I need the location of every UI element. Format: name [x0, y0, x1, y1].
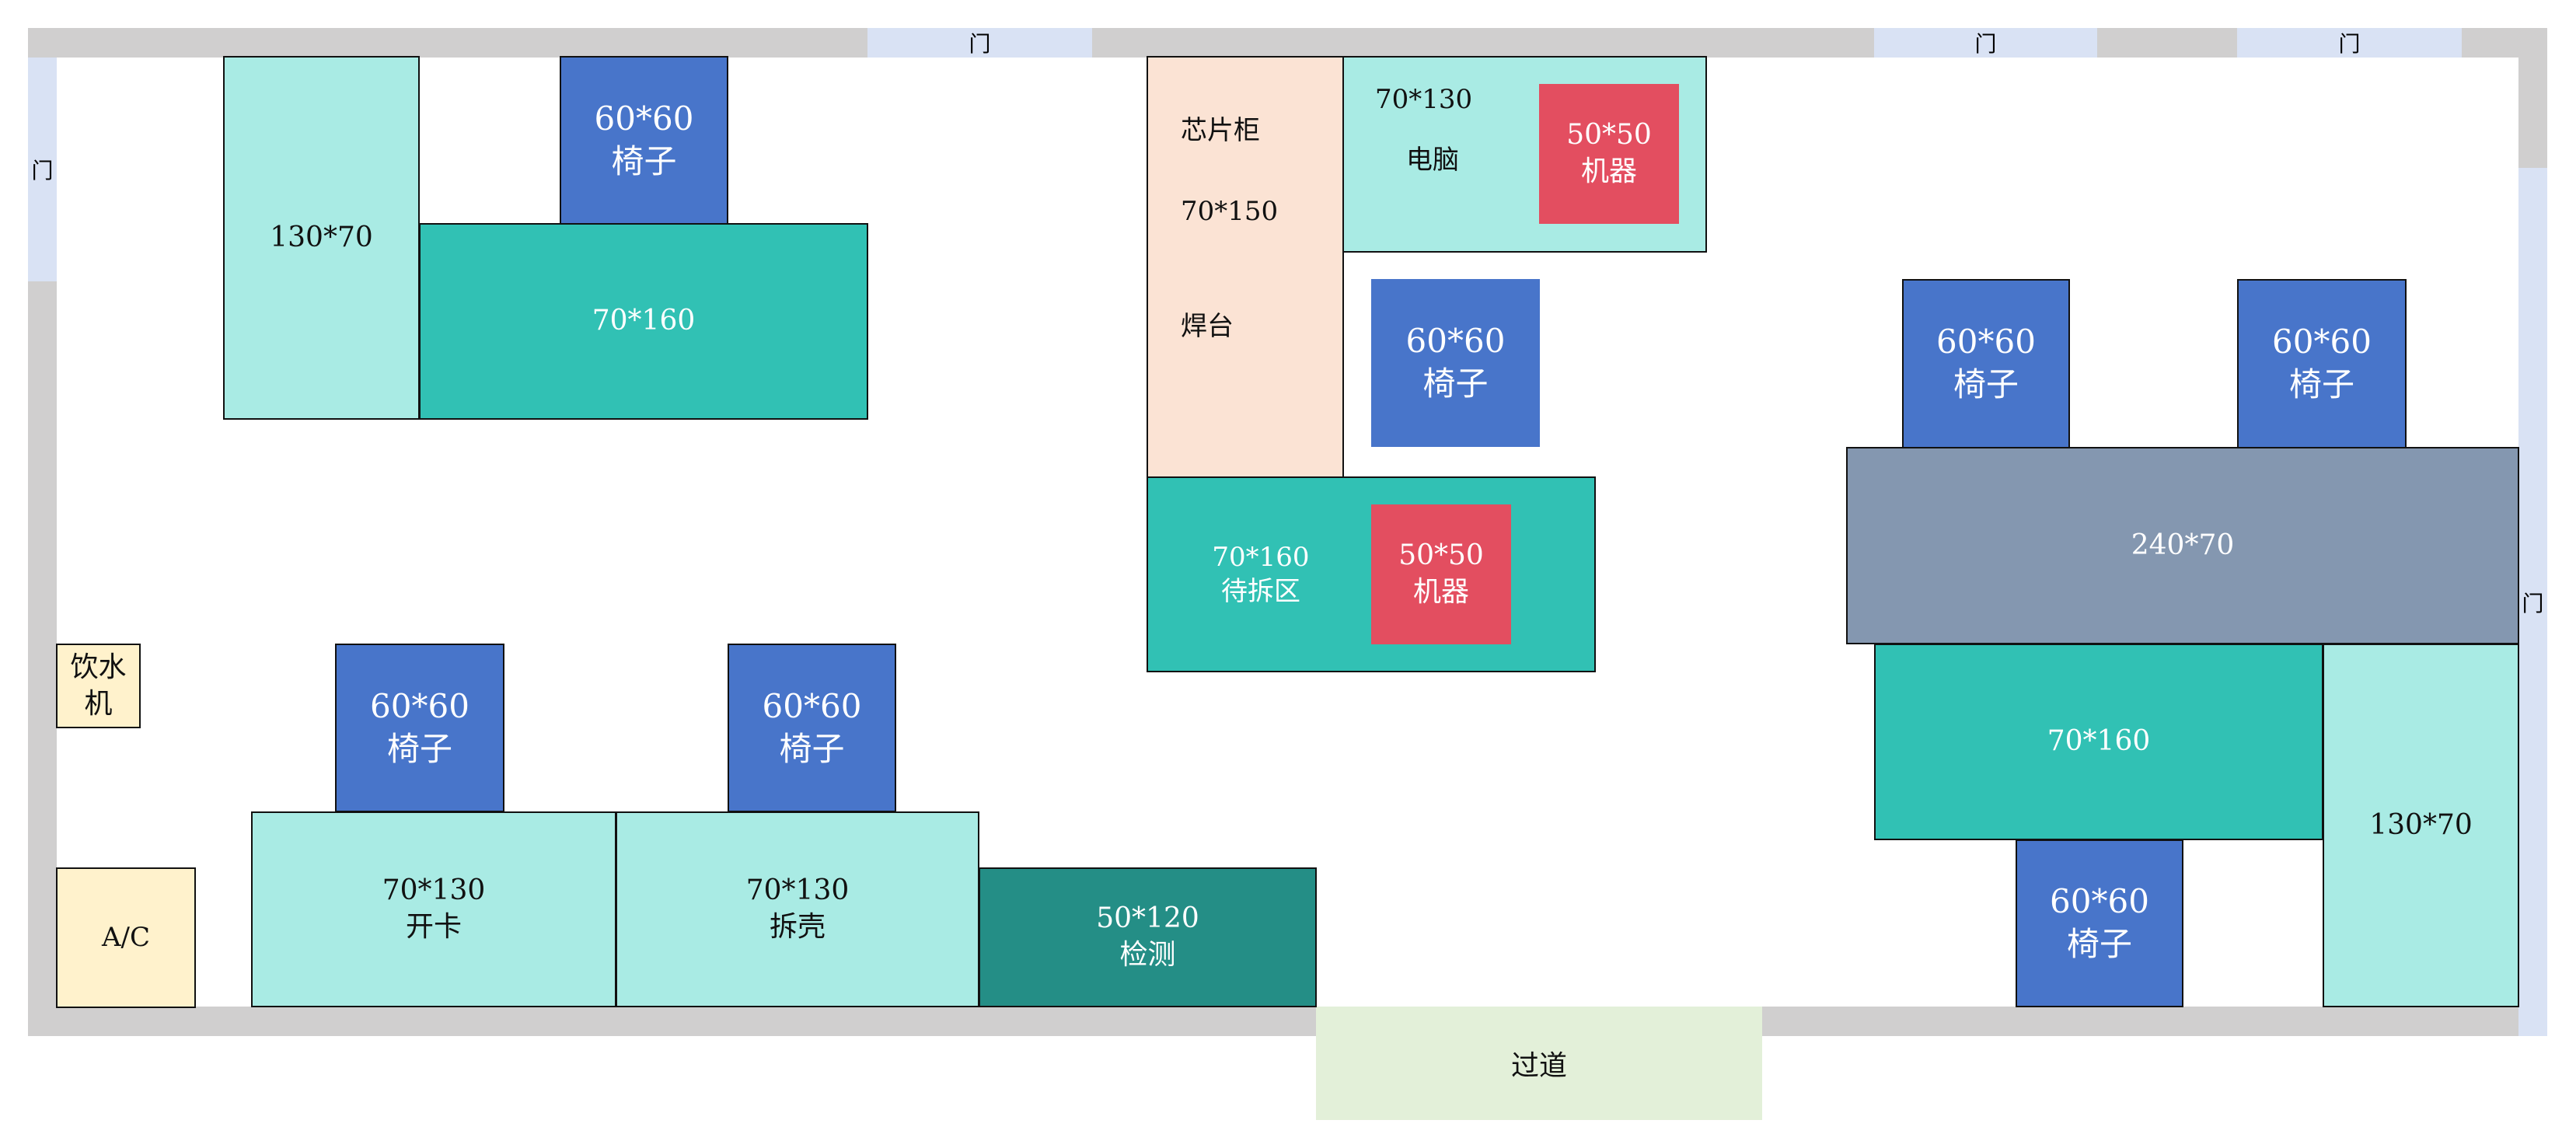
chair-label: 椅子: [1422, 365, 1489, 403]
door-top-3[interactable]: 门: [2237, 28, 2462, 58]
desk-size: 70*160: [2047, 725, 2151, 758]
door-top-2-label: 门: [1974, 31, 1997, 57]
chair-size: 60*60: [2050, 882, 2149, 921]
corridor-label: 过道: [1510, 1050, 1567, 1082]
machine-size: 50*50: [1398, 539, 1484, 572]
desk-top-left-main: 70*160: [419, 223, 868, 420]
chair-label: 椅子: [779, 729, 845, 768]
soldering-station-label: 焊台: [1181, 311, 1234, 342]
chair-size: 60*60: [1936, 323, 2036, 361]
chip-cabinet: 芯片柜 70*150 焊台: [1147, 56, 1344, 478]
chair-bottom-left-2: 60*60 椅子: [728, 644, 896, 812]
chair-label: 椅子: [386, 729, 452, 768]
desk-right-side: 130*70: [2323, 644, 2519, 1007]
door-right[interactable]: 门: [2518, 168, 2547, 1036]
machine-center: 50*50 机器: [1371, 504, 1511, 644]
machine-label: 机器: [1412, 576, 1469, 608]
desk-size: 50*120: [1096, 902, 1199, 935]
chair-label: 椅子: [2288, 365, 2354, 403]
chair-bottom-right: 60*60 椅子: [2016, 839, 2183, 1007]
table-size: 240*70: [2131, 529, 2235, 561]
water-dispenser: 饮水机: [56, 644, 141, 728]
air-conditioner: A/C: [56, 867, 196, 1008]
door-top-2[interactable]: 门: [1874, 28, 2097, 58]
water-dispenser-label: 饮水机: [70, 651, 127, 720]
pending-area-size: 70*160: [1212, 541, 1310, 573]
door-top-1-label: 门: [969, 31, 991, 57]
desk-right-main: 70*160: [1874, 644, 2323, 840]
door-left[interactable]: 门: [28, 58, 57, 281]
desk-label: 开卡: [405, 911, 462, 943]
chair-center: 60*60 椅子: [1371, 279, 1540, 447]
door-left-label: 门: [31, 158, 54, 183]
chair-label: 椅子: [611, 141, 677, 180]
desk-size: 70*160: [592, 305, 696, 337]
big-table: 240*70: [1846, 447, 2519, 644]
chair-right-2: 60*60 椅子: [2237, 279, 2407, 448]
computer-desk-size: 70*130: [1375, 84, 1473, 115]
chair-label: 椅子: [1953, 365, 2019, 403]
chair-size: 60*60: [594, 99, 694, 138]
desk-size: 70*130: [382, 874, 486, 907]
computer-desk-label: 电脑: [1406, 145, 1459, 176]
inspection-desk: 50*120 检测: [979, 867, 1317, 1007]
chair-label: 椅子: [2066, 925, 2132, 963]
wall-bottom: [28, 1007, 2547, 1036]
chair-size: 60*60: [370, 686, 469, 725]
door-top-1[interactable]: 门: [867, 28, 1092, 58]
ac-label: A/C: [101, 922, 151, 954]
machine-top: 50*50 机器: [1539, 84, 1679, 224]
chair-size: 60*60: [2272, 323, 2372, 361]
chair-top-left: 60*60 椅子: [560, 56, 728, 225]
desk-size: 130*70: [2369, 808, 2473, 841]
chair-bottom-left-1: 60*60 椅子: [335, 644, 504, 812]
disassembly-desk: 70*130 拆壳: [616, 811, 979, 1007]
corridor: 过道: [1316, 1007, 1762, 1120]
chip-cabinet-size: 70*150: [1181, 196, 1279, 227]
chip-cabinet-label: 芯片柜: [1181, 115, 1260, 146]
door-right-label: 门: [2522, 590, 2544, 616]
desk-label: 检测: [1119, 939, 1176, 971]
card-desk: 70*130 开卡: [251, 811, 616, 1007]
wall-top: [28, 28, 2547, 58]
chair-size: 60*60: [1405, 322, 1506, 361]
door-top-3-label: 门: [2338, 31, 2361, 57]
desk-size: 130*70: [270, 221, 373, 253]
pending-area-label: 待拆区: [1221, 576, 1300, 607]
machine-label: 机器: [1580, 155, 1637, 187]
desk-size: 70*130: [745, 874, 850, 907]
machine-size: 50*50: [1566, 119, 1652, 152]
desk-top-left-side: 130*70: [223, 56, 420, 420]
chair-right-1: 60*60 椅子: [1902, 279, 2070, 448]
chair-size: 60*60: [762, 686, 862, 725]
desk-label: 拆壳: [769, 911, 826, 943]
